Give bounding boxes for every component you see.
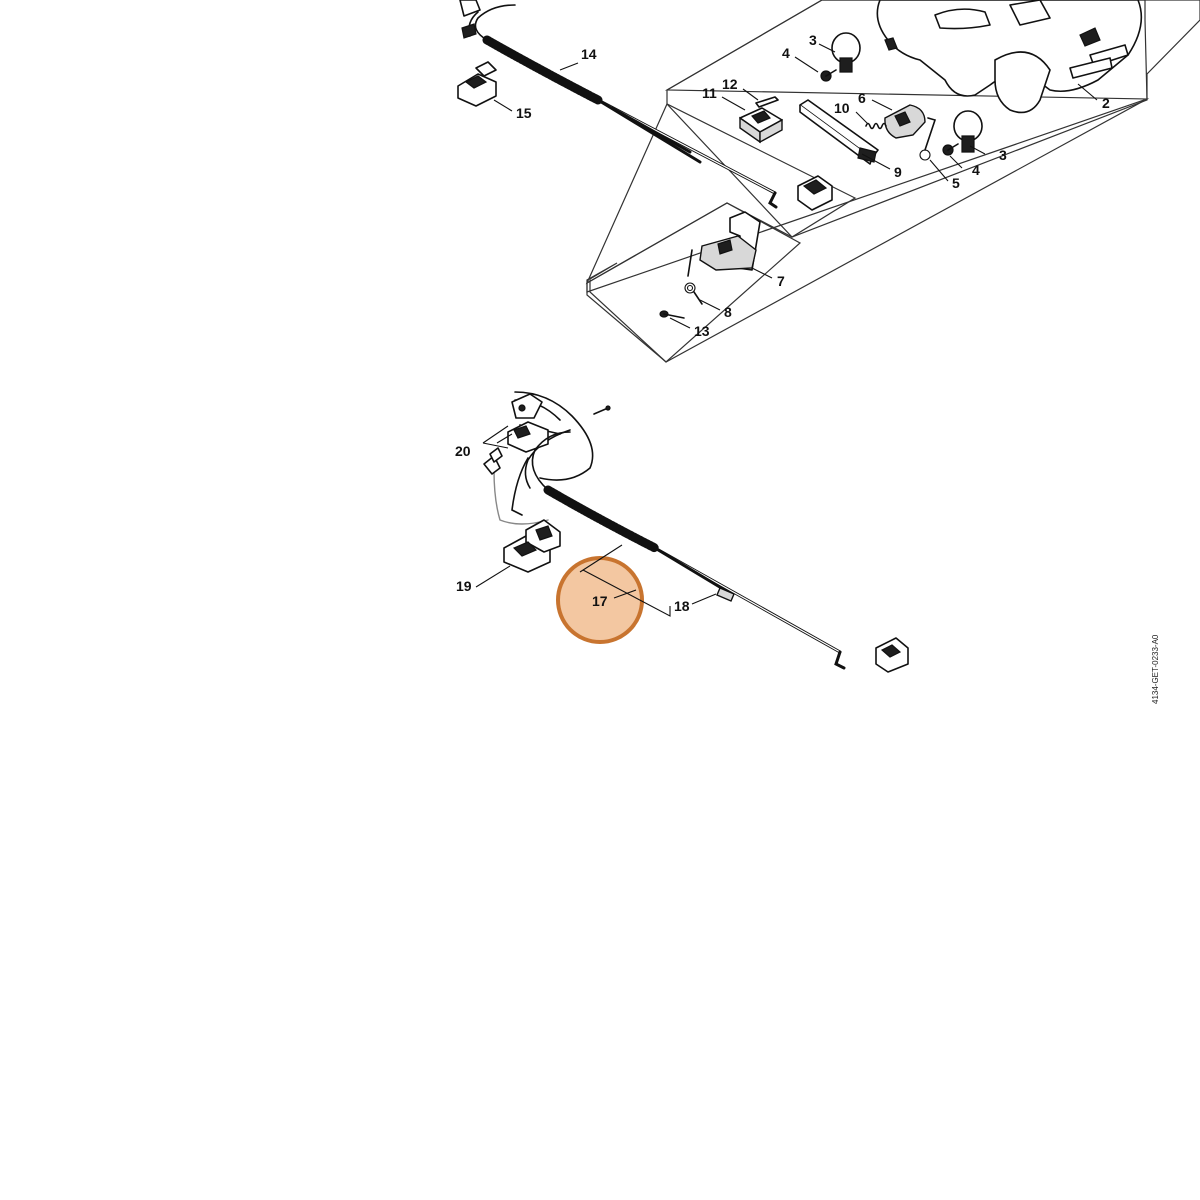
- plug-connector: [483, 447, 503, 475]
- part-label-5: 5: [952, 175, 960, 191]
- clamp-upper: [831, 32, 861, 73]
- part-label-17: 17: [592, 593, 608, 609]
- screw-lower: [942, 143, 959, 156]
- upper-assembly: 2 3 4 3 4 5 6 10 11 12 9 14 15 7 8 13: [457, 0, 1200, 363]
- lower-leader-lines: [475, 425, 717, 617]
- part-label-8: 8: [724, 304, 732, 320]
- part-label-19: 19: [456, 578, 472, 594]
- clamp-lower: [953, 110, 983, 153]
- contact-block-15: [457, 0, 497, 107]
- connector-20: [507, 393, 611, 453]
- highlight-circle: [556, 556, 644, 644]
- switch-lower: [875, 637, 909, 673]
- upper-leader-lines: [493, 43, 1098, 329]
- part-label-9: 9: [894, 164, 902, 180]
- compression-spring: [865, 122, 887, 130]
- screw-13: [659, 310, 685, 319]
- part-label-4-upper: 4: [782, 45, 790, 61]
- part-label-13: 13: [694, 323, 710, 339]
- contact-block-19: [503, 519, 561, 573]
- part-label-7: 7: [777, 273, 785, 289]
- screw-upper: [820, 69, 837, 82]
- part-label-11: 11: [702, 85, 717, 101]
- torsion-spring-8: [684, 249, 703, 305]
- part-label-3-lower: 3: [999, 147, 1007, 163]
- torsion-spring-5: [919, 117, 937, 161]
- lower-assembly: 20 19 17 18: [455, 391, 909, 673]
- switch-upper: [797, 175, 833, 211]
- part-label-18: 18: [674, 598, 690, 614]
- part-label-14: 14: [581, 46, 597, 62]
- part-label-2: 2: [1102, 95, 1110, 111]
- highlight-callout-17: [556, 556, 644, 644]
- sleeve-18: [716, 587, 735, 602]
- pin-12: [755, 96, 779, 108]
- lower-trigger-box: [586, 202, 802, 363]
- part-label-6: 6: [858, 90, 866, 106]
- part-label-4-lower: 4: [972, 162, 980, 178]
- part-label-10: 10: [834, 100, 850, 116]
- part-label-3-upper: 3: [809, 32, 817, 48]
- switch-group-box: [666, 0, 1148, 238]
- trigger-lever: [884, 104, 926, 139]
- control-cable-upper: [468, 4, 778, 209]
- throttle-lever: [799, 99, 879, 165]
- mount-bracket-7: [699, 211, 761, 271]
- control-cable-lower: [531, 431, 846, 670]
- handle-housing: [876, 0, 1143, 114]
- slide-switch: [739, 107, 783, 144]
- part-label-12: 12: [722, 76, 738, 92]
- part-label-20: 20: [455, 443, 471, 459]
- drawing-code: 4134-GET-0233-A0: [1151, 634, 1160, 704]
- part-label-15: 15: [516, 105, 532, 121]
